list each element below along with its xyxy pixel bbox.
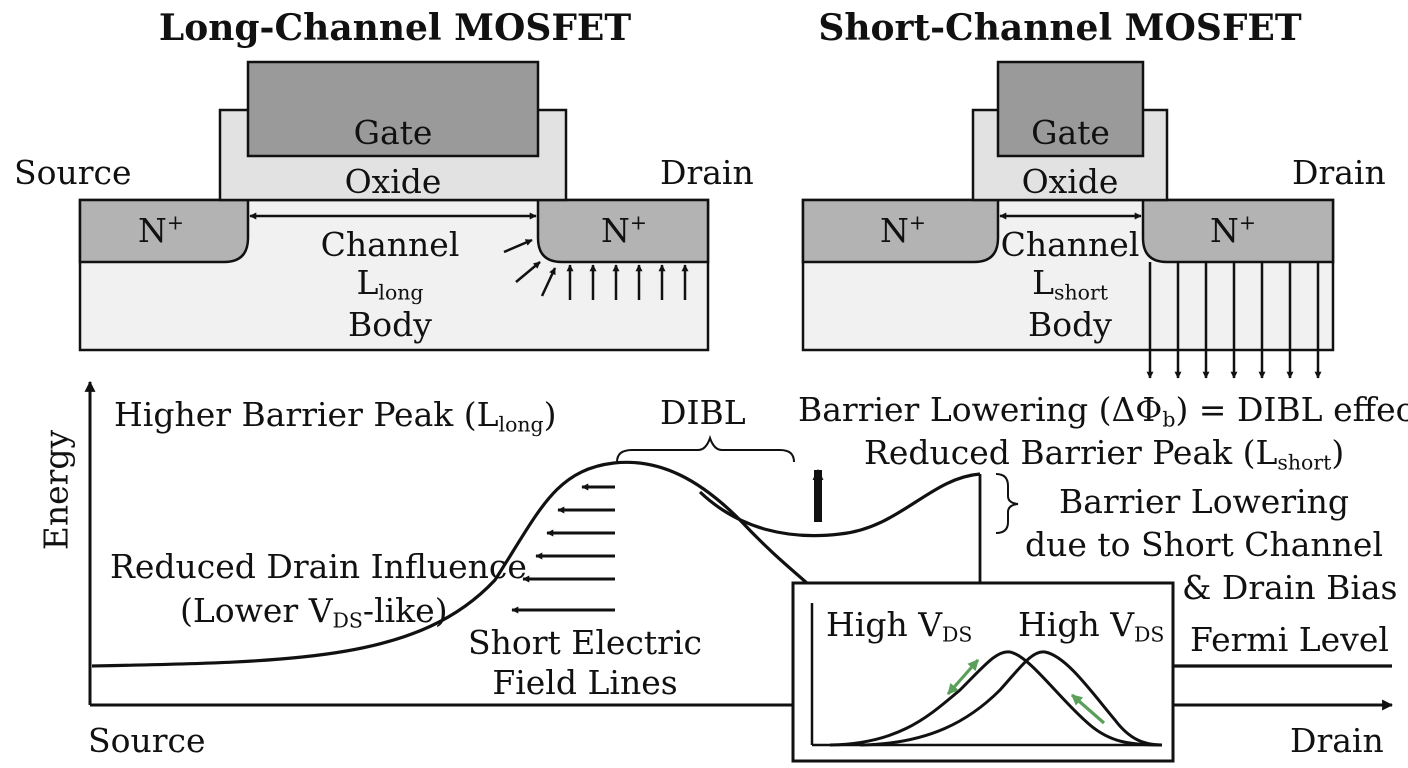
inset-curve-right: [859, 650, 1163, 747]
dibl-label: DIBL: [660, 393, 746, 432]
inset-frame: [791, 581, 1175, 763]
reduced-drain-influence-label: Reduced Drain Influence: [110, 547, 527, 586]
inset-high-vds-right: High VDS: [1018, 605, 1165, 647]
barrier-lowering-brace: [995, 473, 1019, 534]
short-gate-electrode: [996, 60, 1145, 158]
short-gate-label: Gate: [1031, 113, 1110, 152]
short-channel-label: Channel: [1000, 225, 1140, 264]
barrier-lowering-dibl-label: Barrier Lowering (ΔΦb) = DIBL effect: [798, 390, 1408, 432]
green-arrow-right: [1070, 693, 1106, 725]
long-source-label: Source: [14, 153, 132, 192]
short-channel-title: Short-Channel MOSFET: [818, 7, 1302, 49]
green-arrow-left: [946, 658, 980, 696]
long-channel-mosfet: [78, 60, 710, 352]
short-drain-label: Drain: [1292, 153, 1386, 192]
bl-short-line-2: due to Short Channel: [1024, 525, 1384, 564]
drain-axis-label: Drain: [1290, 721, 1384, 760]
lower-vds-label: (Lower VDS-like): [180, 591, 448, 633]
long-drain-label: Drain: [660, 153, 754, 192]
short-body-label: Body: [1028, 305, 1112, 344]
long-drain-field-arrows: [503, 238, 689, 300]
long-source-n-region: [78, 198, 250, 264]
short-oxide-label: Oxide: [1021, 162, 1119, 201]
short-drain-n-region: [1141, 198, 1335, 264]
long-channel-length-label: Llong: [356, 263, 424, 305]
energy-band-diagram: [84, 380, 1394, 763]
short-channel-barrier-curve: [698, 472, 981, 538]
short-channel-mosfet: [801, 60, 1335, 379]
long-oxide-label: Oxide: [344, 162, 442, 201]
reduced-barrier-peak-label: Reduced Barrier Peak (Lshort): [864, 433, 1345, 475]
energy-axis-label: Energy: [36, 429, 76, 551]
short-channel-length-label: Lshort: [1032, 263, 1108, 305]
long-channel-label: Channel: [320, 225, 460, 264]
high-vds-inset: [791, 581, 1175, 763]
higher-barrier-label: Higher Barrier Peak (Llong): [114, 395, 557, 437]
long-gate-electrode: [246, 60, 540, 158]
short-drain-field-arrows: [1146, 262, 1322, 379]
long-drain-n-label: N+: [601, 210, 647, 250]
short-drain-n-label: N+: [1210, 210, 1256, 250]
bl-short-line-1: Barrier Lowering: [1058, 482, 1350, 521]
inset-curve-left: [829, 650, 1161, 747]
long-channel-title: Long-Channel MOSFET: [158, 7, 632, 49]
fermi-level-label: Fermi Level: [1190, 620, 1389, 659]
short-source-n-label: N+: [880, 210, 926, 250]
dibl-brace: [616, 434, 795, 463]
source-axis-label: Source: [88, 721, 206, 760]
long-body-label: Body: [348, 305, 432, 344]
long-gate-label: Gate: [353, 113, 433, 152]
short-electric-field-arrows: [511, 483, 615, 614]
bl-short-line-3: & Drain Bias: [1182, 568, 1398, 607]
long-drain-n-region: [536, 198, 710, 264]
short-source-n-region: [801, 198, 1000, 264]
inset-high-vds-left: High VDS: [826, 605, 973, 647]
short-field-lines-label-2: Field Lines: [492, 663, 678, 702]
long-channel-barrier-curve: [91, 460, 817, 668]
long-source-n-label: N+: [138, 210, 184, 250]
short-field-lines-label-1: Short Electric: [468, 623, 702, 662]
